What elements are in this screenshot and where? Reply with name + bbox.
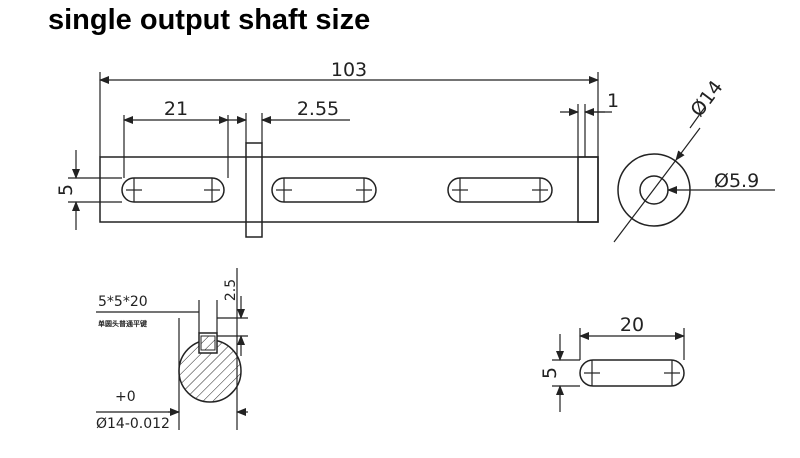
dim-total-length: 103 <box>99 59 599 157</box>
end-step <box>577 156 599 223</box>
slot-1 <box>121 177 225 203</box>
tol-upper-label: +0 <box>115 389 136 405</box>
dim-end-collar: 1 <box>560 90 619 157</box>
key-spec-label: 5*5*20 <box>98 294 148 310</box>
page-title: single output shaft size <box>48 4 371 36</box>
shaft-side-view <box>99 142 599 238</box>
dim-5-label: 5 <box>55 184 77 196</box>
shaft-cross-section: 5*5*20 单圆头普通平键 2.5 +0 Ø14-0.012 <box>96 268 248 432</box>
dim-21-label: 21 <box>164 98 188 120</box>
outer-dia-label: Ø14 <box>686 77 727 121</box>
shaft-dia-tol-label: Ø14-0.012 <box>96 416 170 432</box>
key-depth-label: 2.5 <box>223 279 239 301</box>
key-length-label: 20 <box>620 314 644 336</box>
dim-slot-offset: 21 <box>123 98 229 178</box>
dim-2-55-label: 2.55 <box>297 98 339 120</box>
dim-slot-width: 5 <box>55 150 122 230</box>
dim-103-label: 103 <box>331 59 367 81</box>
inner-dia-label: Ø5.9 <box>714 170 759 192</box>
key-note-label: 单圆头普通平键 <box>98 319 147 328</box>
slot-3 <box>447 177 553 203</box>
collar <box>245 142 263 238</box>
key-detail: 20 5 <box>539 314 685 412</box>
key-width-label: 5 <box>539 367 561 379</box>
dim-1-label: 1 <box>607 90 619 112</box>
slot-2 <box>271 177 377 203</box>
dim-collar-width: 2.55 <box>228 98 350 143</box>
shaft-end-view: Ø14 Ø5.9 <box>613 77 775 243</box>
